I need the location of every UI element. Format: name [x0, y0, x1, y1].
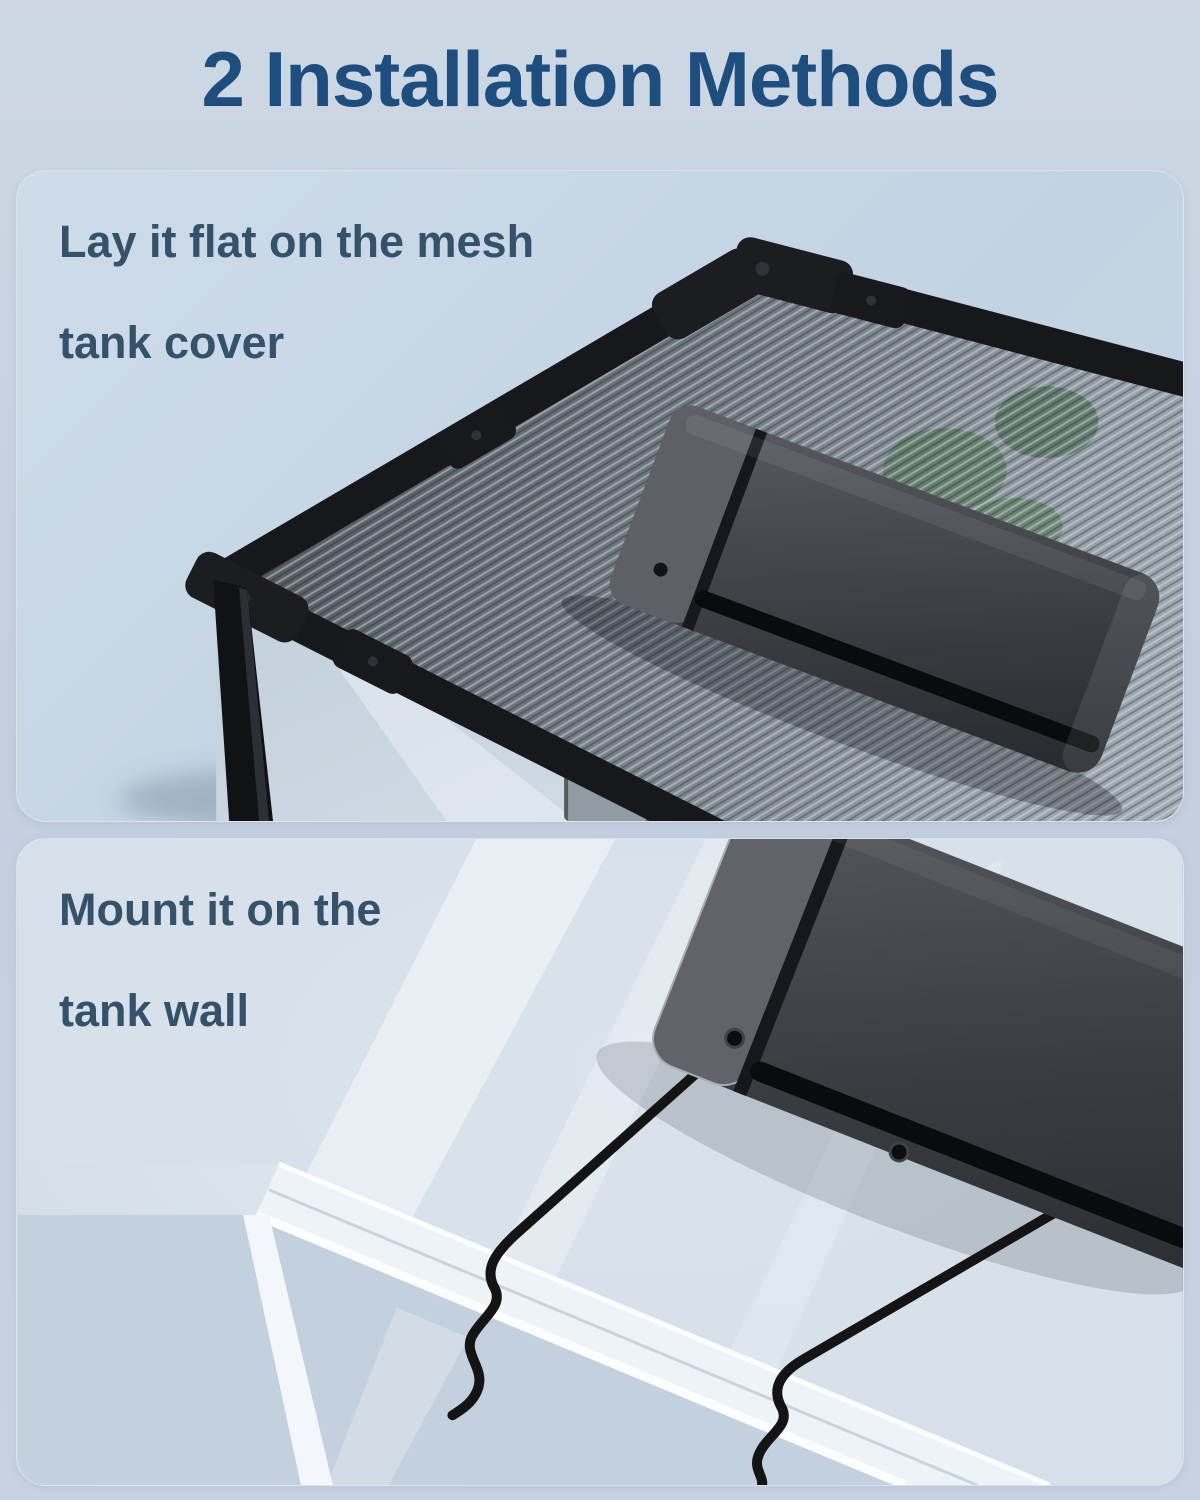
photo-device-wall-mounted [17, 839, 1183, 1485]
rim-clip-left-edge [436, 401, 516, 469]
caption-line: Mount it on the [59, 884, 382, 935]
device-end-cap [609, 405, 758, 624]
wire-bracket-2 [752, 1200, 1072, 1485]
device-screw-hole [724, 1027, 746, 1049]
device-top-highlight [760, 839, 1183, 1013]
heat-mat-device [561, 405, 1162, 816]
glass-corner-edge [243, 1214, 333, 1485]
rim-inner-line [278, 1161, 1051, 1485]
caption-line: tank cover [59, 317, 285, 368]
caption-wall-mount: Mount it on the tank wall [59, 887, 381, 1089]
rim-clip-front-edge [332, 629, 413, 694]
caption-line: tank wall [59, 985, 250, 1036]
rim-corner-back [651, 237, 854, 340]
tank-front-lower [17, 1214, 906, 1485]
device-seam [681, 428, 768, 631]
caption-lay-flat: Lay it flat on the mesh tank cover [59, 219, 534, 421]
heat-mat-device [652, 839, 1183, 1282]
device-groove [750, 1061, 1183, 1257]
device-right-edge [1062, 574, 1162, 775]
device-screw-hole [653, 562, 668, 577]
panel-lay-flat: Lay it flat on the mesh tank cover [16, 170, 1184, 822]
device-top-highlight [685, 415, 1147, 600]
tank-frame-post-highlight [239, 587, 270, 821]
device-groove [694, 590, 1100, 753]
device-body [654, 839, 1183, 1282]
device-shadow [596, 1041, 1183, 1295]
rim-mid-line [268, 1188, 978, 1485]
rim-outer-line [254, 1210, 907, 1485]
panel-wall-mount: Mount it on the tank wall [16, 838, 1184, 1486]
glass-reflection-lower [326, 1307, 469, 1485]
device-body [610, 406, 1160, 773]
device-screw-hole [888, 1141, 910, 1163]
device-seam [733, 839, 856, 1097]
rim-clip-back-edge [831, 273, 911, 329]
device-shadow [561, 595, 1123, 816]
caption-line: Lay it flat on the mesh [59, 216, 535, 267]
wire-bracket-1 [447, 1065, 705, 1421]
page-title: 2 Installation Methods [201, 35, 999, 123]
photo-device-on-mesh-cover [117, 237, 1183, 821]
